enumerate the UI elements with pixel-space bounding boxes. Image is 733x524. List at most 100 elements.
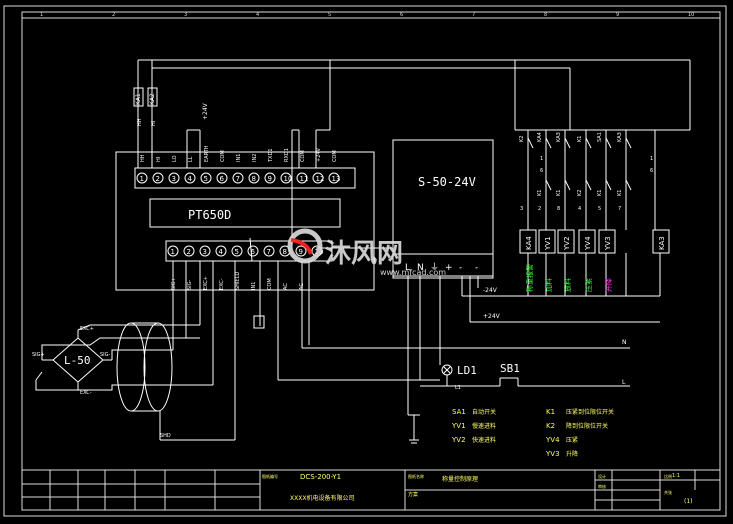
contact-label: K2	[577, 190, 583, 196]
coil-label: YV3	[604, 236, 612, 251]
coil-box	[538, 229, 556, 254]
load-cell-label: L-50	[64, 354, 91, 367]
terminal-number: 3	[203, 248, 207, 256]
terminal-number: 7	[267, 248, 271, 256]
terminal-screw	[184, 172, 196, 184]
load-cell-pin-labels: SIG+SIG-EXC+EXC-	[32, 326, 111, 396]
node-number: 2	[538, 206, 541, 212]
power-terminal: N	[417, 263, 424, 273]
terminal-number: 10	[284, 175, 293, 183]
legend-desc: 升降	[566, 450, 578, 458]
contact-blade	[625, 137, 632, 149]
mains-n-label: N	[622, 339, 627, 346]
title-block-cell-labels: 图纸编号图纸名称设计审核比例共张	[262, 473, 672, 495]
watermark-brand: 沐风网	[325, 239, 403, 269]
contact-blade	[545, 137, 552, 149]
terminal-screw	[248, 172, 260, 184]
terminal-screw	[200, 172, 212, 184]
terminal-pin-label: RXD1	[284, 148, 290, 162]
terminal-screw	[152, 172, 164, 184]
terminal-number: 8	[283, 248, 287, 256]
mains-l-label: L	[622, 379, 626, 386]
terminal-number: 4	[219, 248, 224, 256]
terminal-pin-label: IN2	[252, 154, 258, 162]
terminal-pin-label: EXC+	[203, 276, 209, 290]
contact-label: K1	[537, 190, 543, 196]
legend-desc: 慢速进料	[472, 422, 496, 430]
column-number: 1	[40, 12, 43, 18]
sensor-pin-label: SIG+	[32, 352, 45, 358]
contact-blade	[564, 137, 571, 149]
terminal-number: 2	[156, 175, 160, 183]
power-terminal: -	[459, 263, 462, 273]
relay-pin-label: HH	[137, 118, 143, 126]
terminal-screw	[199, 245, 211, 257]
controller-top-terminals: 1HH2HI3LO4LL5EARTH6COM7IN18IN29TXD110RXD…	[136, 145, 340, 184]
terminal-screw	[296, 172, 308, 184]
watermark-logo-icon	[287, 228, 323, 264]
controller-model: PT650D	[188, 208, 231, 222]
power-terminal: +	[445, 263, 453, 273]
wire-number: 1	[650, 156, 653, 162]
plus-24v-label: +24V	[483, 313, 501, 320]
coil-label: YV2	[563, 236, 571, 251]
terminal-screw	[231, 245, 243, 257]
stage-label: 方案	[408, 491, 418, 498]
terminal-number: 6	[220, 175, 225, 183]
drawing-title: 称量控制原理	[442, 475, 478, 483]
legend-code: YV1	[451, 422, 466, 430]
title-cell-label: 图纸编号	[262, 473, 278, 479]
wire-number: 6	[540, 168, 543, 174]
controller-voltage-label: +24V	[202, 102, 209, 120]
lamp-node-label: L1	[455, 385, 461, 391]
sensor-pin-label: EXC+	[80, 326, 94, 332]
terminal-screw	[295, 245, 307, 257]
terminal-pin-label: LO	[172, 155, 178, 162]
terminal-screw	[168, 172, 180, 184]
contact-label: KA3	[617, 132, 623, 142]
terminal-pin-label: COM	[267, 278, 273, 290]
terminal-pin-label: +24V	[316, 147, 322, 162]
legend-desc: 压紧到位限位开关	[566, 408, 614, 416]
load-cell	[35, 322, 213, 440]
terminal-number: 9	[268, 175, 272, 183]
coil-description: 加料	[544, 278, 553, 292]
coil-label: KA4	[525, 236, 533, 250]
title-cell-label: 比例	[664, 473, 672, 479]
terminal-screw	[247, 245, 259, 257]
lamp-ld1-label: LD1	[457, 364, 477, 377]
node-number: 8	[557, 206, 560, 212]
legend-code: K1	[546, 408, 555, 416]
legend-desc: 快速进料	[472, 436, 496, 444]
terminal-screw	[216, 172, 228, 184]
legend-code: YV2	[451, 436, 466, 444]
contact-blade	[585, 137, 592, 149]
terminal-screw	[215, 245, 227, 257]
coil-label: YV1	[544, 236, 552, 251]
relay-label: KA2	[149, 93, 156, 105]
contact-blade	[605, 179, 612, 191]
legend-desc: 降到位限位开关	[566, 422, 608, 430]
column-number: 2	[112, 12, 115, 18]
terminal-screw	[280, 172, 292, 184]
drawing-scale: 1:1	[672, 473, 680, 479]
coil-label: YV4	[584, 236, 592, 251]
terminal-screw	[136, 172, 148, 184]
coil-box	[557, 229, 575, 254]
legend-desc: 压紧	[566, 436, 578, 444]
contact-blade	[545, 179, 552, 191]
sensor-pin-label: EXC-	[80, 390, 92, 396]
node-number: 4	[578, 206, 581, 212]
power-terminal: -	[475, 263, 478, 273]
terminal-screw	[328, 172, 340, 184]
node-number: 7	[618, 206, 621, 212]
terminal-pin-label: COM	[332, 150, 338, 162]
column-number: 8	[544, 12, 547, 18]
title-cell-label: 审核	[598, 483, 606, 489]
terminal-screw	[167, 245, 179, 257]
